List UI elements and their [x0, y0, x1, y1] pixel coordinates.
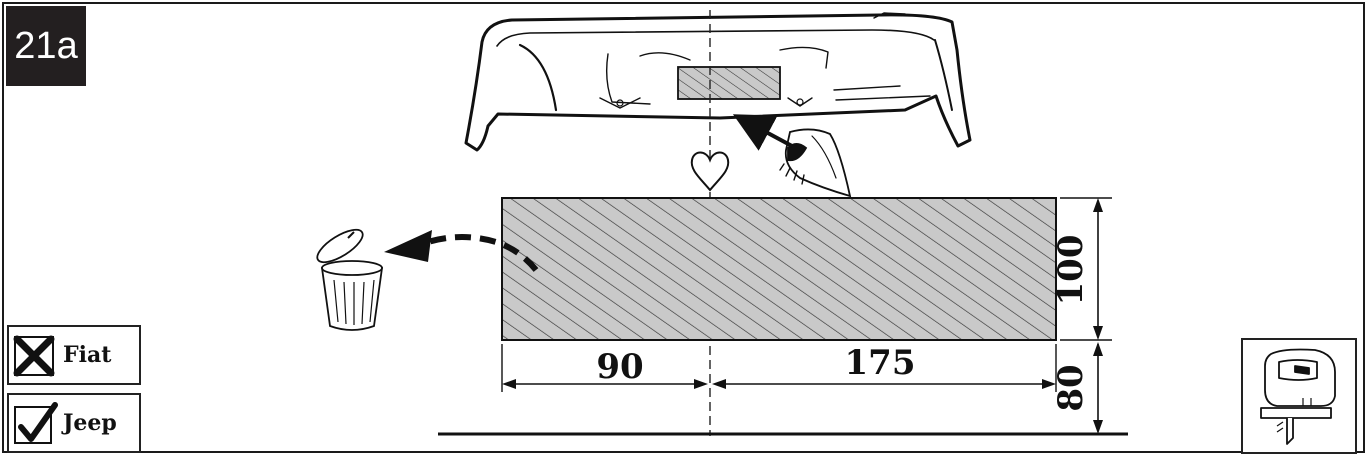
tool-required-box	[1241, 338, 1357, 454]
eye-icon	[779, 128, 852, 198]
rear-bumper-icon	[464, 12, 972, 152]
excluded-cross-icon	[13, 335, 55, 377]
dimension-100: 100	[1051, 235, 1091, 306]
step-number-badge: 21a	[6, 6, 86, 86]
jigsaw-icon	[1260, 348, 1336, 445]
fiat-applicability-box: Fiat	[7, 325, 141, 385]
fiat-label: Fiat	[63, 342, 112, 368]
dimension-175: 175	[845, 343, 916, 383]
dimension-80: 80	[1051, 364, 1091, 411]
view-direction-arrow	[732, 114, 793, 151]
trash-bin-icon	[316, 228, 384, 331]
diagram-frame	[2, 2, 1365, 453]
jeep-label: Jeep	[63, 410, 117, 436]
dimension-90: 90	[596, 347, 643, 387]
heart-icon	[690, 151, 730, 192]
included-check-icon	[14, 402, 58, 444]
cut-out-panel	[501, 197, 1057, 341]
discard-arrow	[427, 234, 539, 272]
jeep-applicability-box: Jeep	[7, 393, 141, 453]
discard-arrow-head	[384, 230, 432, 262]
bumper-cut-area	[677, 66, 781, 100]
